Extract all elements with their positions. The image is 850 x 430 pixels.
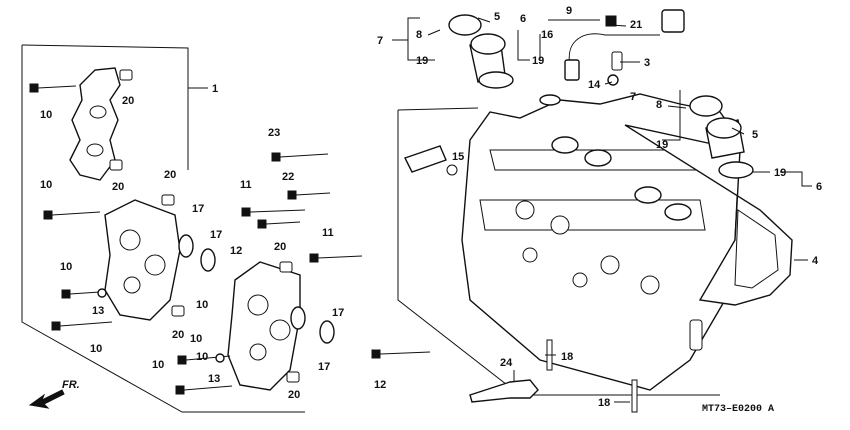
callout-20-b: 20 [112, 181, 124, 193]
callout-5-right: 5 [752, 129, 758, 141]
oil-jet [404, 145, 458, 176]
callout-11-a: 11 [240, 179, 252, 191]
callout-15: 15 [452, 151, 464, 163]
callout-18-a: 18 [561, 351, 573, 363]
cylinder-head [461, 93, 741, 391]
cam-holder [69, 67, 121, 181]
callout-10-d: 10 [90, 343, 102, 355]
arrow-front-icon [28, 389, 65, 409]
callout-labels: 1 3 4 5 5 6 6 7 7 8 8 9 10 10 10 10 10 1… [40, 5, 822, 409]
callout-13-b: 13 [208, 373, 220, 385]
insulator-upper [448, 14, 561, 106]
callout-10-f: 10 [190, 333, 202, 345]
callout-20-a: 20 [122, 95, 134, 107]
o-rings [178, 234, 335, 344]
callout-22: 22 [282, 171, 294, 183]
frame-head-left [397, 110, 720, 396]
callout-20-e: 20 [172, 329, 184, 341]
callout-18-b: 18 [598, 397, 610, 409]
callout-10-a: 10 [40, 109, 52, 121]
callout-8-upper: 8 [416, 29, 422, 41]
outline-frames [21, 44, 720, 413]
callout-11-b: 11 [322, 227, 334, 239]
callout-19-d: 19 [774, 167, 786, 179]
callout-24: 24 [500, 357, 513, 369]
leader-lines [392, 17, 812, 403]
callout-10-g: 10 [152, 359, 164, 371]
callout-20-f: 20 [288, 389, 300, 401]
frame-left-group [21, 45, 305, 413]
callout-10-e: 10 [196, 299, 208, 311]
callout-9: 9 [566, 5, 572, 17]
callout-10-b: 10 [40, 179, 52, 191]
drawing-code: MT73–E0200 A [702, 404, 774, 415]
sensor-assembly [564, 9, 685, 86]
callout-12-a: 12 [230, 245, 242, 257]
callout-20-c: 20 [164, 169, 176, 181]
callout-8-right: 8 [656, 99, 662, 111]
callout-13-a: 13 [92, 305, 104, 317]
callout-6-right: 6 [816, 181, 822, 193]
callout-3: 3 [644, 57, 650, 69]
callout-6-upper: 6 [520, 13, 526, 25]
frame-head-top [397, 107, 479, 111]
callout-19-c: 19 [656, 139, 668, 151]
callout-21: 21 [630, 19, 642, 31]
holder-plate-right [227, 261, 301, 391]
direction-indicator: FR. [28, 379, 80, 409]
callout-7-right: 7 [630, 91, 636, 103]
callout-1: 1 [212, 83, 218, 95]
callout-17-a: 17 [192, 203, 204, 215]
washers [97, 288, 225, 363]
frame-cam-holder [21, 44, 189, 170]
callout-16: 16 [541, 29, 553, 41]
bolts [29, 83, 431, 395]
callout-14: 14 [588, 79, 601, 91]
dowel-pins [109, 69, 300, 383]
holder-plate-left [104, 199, 181, 321]
callout-19-b: 19 [532, 55, 544, 67]
callout-5-upper: 5 [494, 11, 500, 23]
spark-plug [469, 379, 539, 403]
callout-4: 4 [812, 255, 819, 267]
direction-label: FR. [62, 379, 80, 391]
callout-17-b: 17 [210, 229, 222, 241]
callout-17-d: 17 [318, 361, 330, 373]
callout-7-upper: 7 [377, 35, 383, 47]
callout-10-h: 10 [196, 351, 208, 363]
callout-20-d: 20 [274, 241, 286, 253]
callout-12-b: 12 [374, 379, 386, 391]
callout-17-c: 17 [332, 307, 344, 319]
callout-10-c: 10 [60, 261, 72, 273]
callout-19-a: 19 [416, 55, 428, 67]
callout-23: 23 [268, 127, 280, 139]
head-gasket [624, 124, 793, 306]
